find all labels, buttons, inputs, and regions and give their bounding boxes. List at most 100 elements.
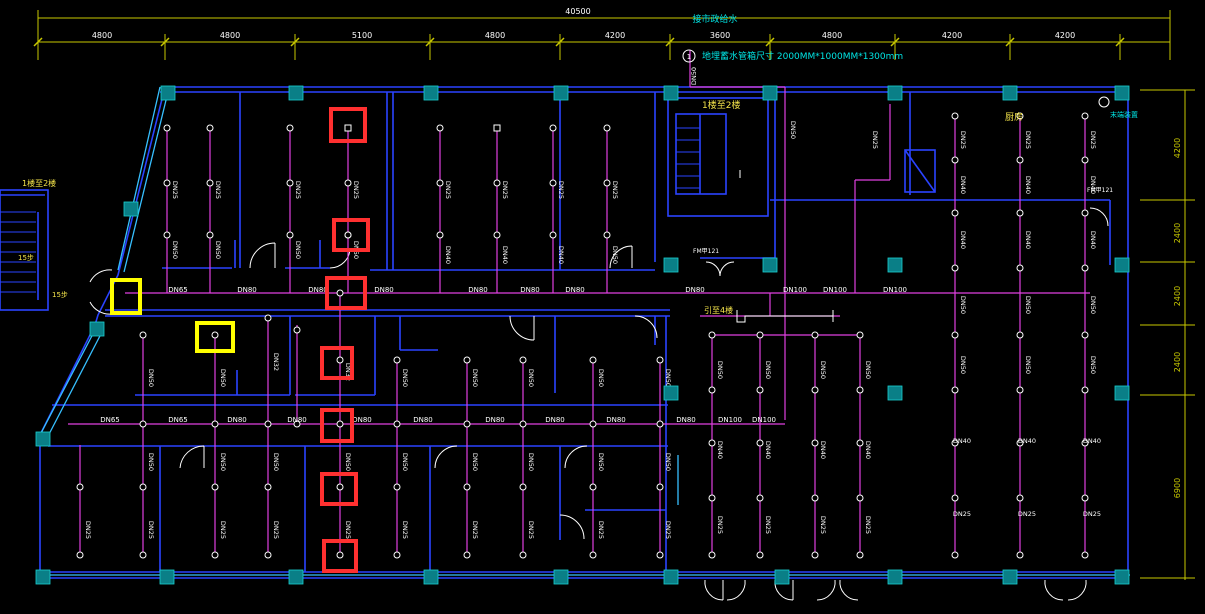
pipe-label: DN80: [413, 416, 433, 424]
dim-right-3: 2400: [1173, 286, 1182, 306]
pipe-label: DN80: [227, 416, 247, 424]
pipe-label: DN25: [344, 521, 352, 539]
pipe-label: DN100: [783, 286, 807, 294]
right-dimension-labels: 4200 2400 2400 2400 6900: [1173, 138, 1182, 498]
pipe-label: DN40: [444, 246, 452, 264]
end-test-device-icon: [1098, 96, 1110, 108]
pipe-label: DN80: [308, 286, 328, 294]
dim-top-2: 4800: [220, 31, 240, 40]
pipe-label: DN40: [501, 246, 509, 264]
lobby-stair-label: 1楼至2楼: [22, 178, 56, 188]
pipe-label: DN50: [664, 453, 672, 471]
pipe-label: DN80: [520, 286, 540, 294]
pipe-label: DN50: [147, 369, 155, 387]
pipe-label: DN50: [214, 241, 222, 259]
pipe-label: DN50: [147, 453, 155, 471]
pipe-label: DN80: [237, 286, 257, 294]
pipe-label: DN50: [294, 241, 302, 259]
annotations: 接市政给水 1 地埋蓄水管箱尺寸 2000MM*1000MM*1300mm 1楼…: [18, 13, 1138, 323]
sprinkler-heads: [76, 112, 1089, 559]
dim-top-9: 4200: [1055, 31, 1075, 40]
pipe-label: DN80: [352, 416, 372, 424]
pipe-label: DN100: [718, 416, 742, 424]
pipe-label: DN25: [444, 181, 452, 199]
kitchen-label: 厨房: [1005, 111, 1023, 123]
pipe-label: DN25: [557, 181, 565, 199]
pipe-label: DN25: [1018, 510, 1036, 518]
red-highlight-box: [329, 107, 367, 143]
pipe-label: DN80: [685, 286, 705, 294]
pipe-label: DN25: [716, 516, 724, 534]
pipe-label: DN50: [789, 121, 797, 139]
riser-to-4f-label: 引至4楼: [704, 305, 733, 315]
pipe-label: DN50: [272, 453, 280, 471]
pipe-label: DN40: [819, 441, 827, 459]
dim-top-1: 4800: [92, 31, 112, 40]
pipe-label: DN50: [611, 246, 619, 264]
pipe-label: DN25: [764, 516, 772, 534]
pipe-label: DN25: [214, 181, 222, 199]
pipe-label: DN40: [864, 441, 872, 459]
pipe-label: DN50: [527, 369, 535, 387]
pipe-label: DN50: [527, 453, 535, 471]
end-device-label: 末端装置: [1110, 110, 1138, 119]
pipe-label: DN50: [597, 453, 605, 471]
top-dimension-ticks: [33, 37, 1125, 47]
pipe-label: DN80: [545, 416, 565, 424]
pipe-label: DN25: [953, 510, 971, 518]
pipe-label: DN25: [1089, 131, 1097, 149]
pipe-label: DN40: [716, 441, 724, 459]
yellow-highlight-box: [110, 278, 142, 315]
pipe-label: DN25: [527, 521, 535, 539]
dim-top-7: 4800: [822, 31, 842, 40]
columns: [35, 85, 1130, 585]
dim-right-5: 6900: [1173, 478, 1182, 498]
pipe-label: DN25: [597, 521, 605, 539]
pipe-label: DN25: [352, 181, 360, 199]
pipe-label: DN50: [401, 453, 409, 471]
pipe-label: DN100: [823, 286, 847, 294]
highlight-markers: [110, 107, 370, 573]
pipe-label: DN25: [871, 131, 879, 149]
pipe-label: DN80: [485, 416, 505, 424]
stair-treads: [0, 127, 700, 293]
pipe-label: DN100: [883, 286, 907, 294]
pipe-label: DN50: [1024, 296, 1032, 314]
overall-dimension: 40500: [565, 7, 590, 16]
pipe-label: DN25: [864, 516, 872, 534]
pipe-label: DN25: [611, 181, 619, 199]
branch-pipe-labels: DN25 DN25 DN25 DN25 DN25 DN25 DN25 DN25 …: [84, 67, 1101, 539]
valve-icon: [736, 310, 834, 323]
pipe-label: DN50: [959, 296, 967, 314]
stair-steps-label: 15步: [18, 254, 34, 262]
red-highlight-box: [332, 218, 370, 252]
pipe-label: DN25: [84, 521, 92, 539]
walls: [0, 86, 1129, 579]
pipe-label: DN50: [471, 453, 479, 471]
pipe-label: DN100: [752, 416, 776, 424]
pipe-label: DN40: [764, 441, 772, 459]
pipe-label: DN25: [819, 516, 827, 534]
pipe-label: DN40: [1089, 231, 1097, 249]
pipes: [68, 50, 1090, 555]
dim-top-8: 4200: [942, 31, 962, 40]
pipe-label: DN25: [294, 181, 302, 199]
pipe-label: DN50: [716, 361, 724, 379]
pipe-label: DN50: [471, 369, 479, 387]
fire-door-label: FM甲121: [693, 248, 719, 255]
top-dimension-labels: 40500 4800 4800 5100 4800 4200 3600 4800…: [92, 7, 1075, 40]
pipe-label: DN40: [1018, 437, 1036, 445]
pipe-label: DN40: [1089, 176, 1097, 194]
pipe-label: DN80: [606, 416, 626, 424]
pipe-label: DN40: [1083, 437, 1101, 445]
stair-steps-label: 15步: [52, 291, 68, 299]
dim-right-4: 2400: [1173, 352, 1182, 372]
pipe-label: DN50: [664, 369, 672, 387]
pipe-label: DN40: [959, 231, 967, 249]
red-highlight-box: [325, 276, 367, 310]
pipe-label: DN50: [171, 241, 179, 259]
pipe-label: DN50: [819, 361, 827, 379]
top-dimensions: [37, 10, 1171, 60]
